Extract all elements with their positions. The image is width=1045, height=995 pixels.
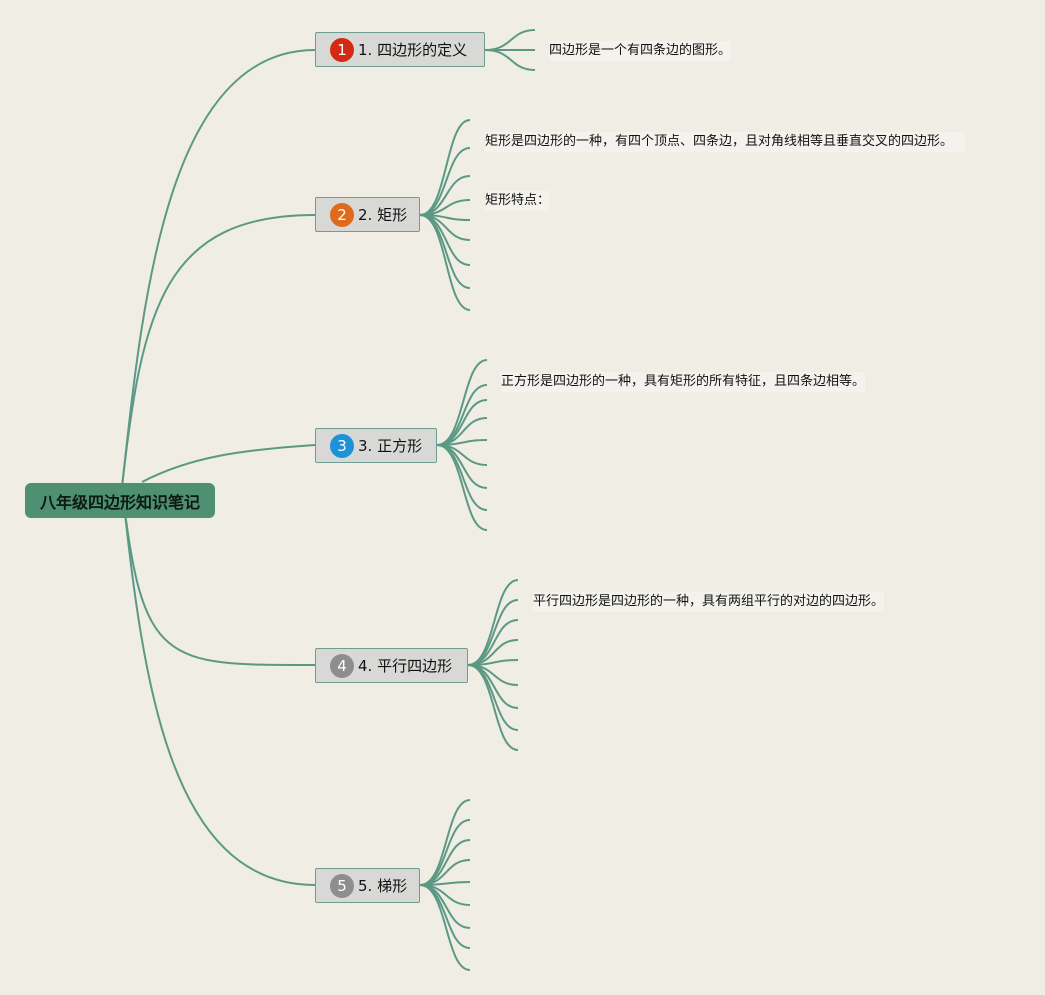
topic-label: 2. 矩形 — [358, 206, 408, 224]
topic-rectangle[interactable]: 2 2. 矩形 — [315, 197, 420, 232]
priority-1-icon: 1 — [330, 37, 354, 62]
root-node[interactable]: 八年级四边形知识笔记 — [25, 483, 215, 518]
fan-connector — [467, 664, 519, 751]
topic-trapezoid[interactable]: 5 5. 梯形 — [315, 868, 420, 903]
topic-definition[interactable]: 1 1. 四边形的定义 — [315, 32, 485, 67]
fan-connector — [419, 119, 471, 216]
note-square[interactable]: 正方形是四边形的一种，具有矩形的所有特征，且四条边相等。 — [501, 372, 866, 392]
fan-connector — [436, 384, 488, 446]
fan-connector — [484, 29, 536, 51]
note-rectangle-features[interactable]: 矩形特点： — [485, 191, 551, 211]
note-parallelogram[interactable]: 平行四边形是四边形的一种，具有两组平行的对边的四边形。 — [533, 592, 885, 612]
topic-label: 5. 梯形 — [358, 877, 408, 895]
root-connector — [121, 486, 316, 667]
topic-label: 3. 正方形 — [358, 437, 423, 455]
topic-label: 4. 平行四边形 — [358, 657, 453, 675]
topic-square[interactable]: 3 3. 正方形 — [315, 428, 437, 463]
fan-connector — [467, 599, 519, 666]
note-definition[interactable]: 四边形是一个有四条边的图形。 — [549, 41, 732, 61]
priority-3-icon: 3 — [330, 433, 354, 458]
fan-connector — [419, 214, 471, 311]
root-connector — [141, 444, 316, 483]
fan-connector — [436, 444, 488, 531]
topic-label: 1. 四边形的定义 — [358, 41, 468, 59]
fan-connector — [484, 49, 536, 71]
fan-connector — [419, 884, 471, 971]
priority-4-icon: 4 — [330, 653, 354, 678]
root-connector — [121, 214, 316, 488]
priority-5-icon: 5 — [330, 873, 354, 898]
note-rectangle-definition[interactable]: 矩形是四边形的一种，有四个顶点、四条边，且对角线相等且垂直交叉的四边形。 — [485, 132, 965, 152]
root-connector — [121, 49, 316, 488]
fan-connector — [419, 147, 471, 216]
topic-parallelogram[interactable]: 4 4. 平行四边形 — [315, 648, 468, 683]
root-connector — [121, 486, 316, 886]
fan-connector — [419, 819, 471, 886]
priority-2-icon: 2 — [330, 202, 354, 227]
root-label: 八年级四边形知识笔记 — [39, 492, 200, 512]
fan-connector — [436, 359, 488, 446]
